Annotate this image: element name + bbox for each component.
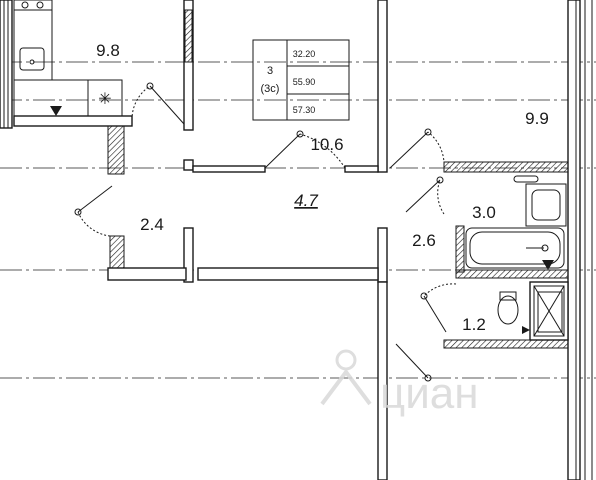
room-label-toilet: 1.2 bbox=[462, 315, 486, 334]
living-area: 32.20 bbox=[293, 49, 316, 59]
rooms-count: 3 bbox=[267, 65, 273, 77]
room-label-corridor: 2.4 bbox=[140, 215, 164, 234]
cooktop-icon: ✳ bbox=[98, 91, 111, 108]
bath-ventilation-icon bbox=[542, 260, 554, 270]
door-corridor bbox=[74, 185, 113, 237]
watermark: циан bbox=[320, 349, 479, 418]
door-bathroom bbox=[405, 176, 445, 215]
wall-center-right bbox=[377, 0, 388, 480]
door-lower-right bbox=[395, 343, 432, 382]
room-label-hallway: 4.7 bbox=[294, 191, 318, 210]
room-label-right: 9.9 bbox=[525, 109, 549, 128]
door-room-top bbox=[264, 130, 346, 169]
wall-center-left bbox=[183, 0, 194, 283]
door-right-room bbox=[389, 128, 445, 169]
door-kitchen bbox=[131, 82, 185, 125]
watermark-logo-icon bbox=[335, 349, 357, 371]
total-area: 55.90 bbox=[293, 77, 316, 87]
wall-kitchen-bottom bbox=[13, 115, 133, 175]
room-labels: 9.8 10.6 9.9 4.7 2.4 3.0 2.6 1.2 bbox=[96, 41, 549, 334]
outer-wall-right bbox=[567, 0, 593, 480]
doors bbox=[74, 82, 457, 382]
wall-hallway-top bbox=[192, 165, 379, 173]
toilet-ventilation-icon bbox=[522, 326, 530, 334]
room-label-center: 10.6 bbox=[310, 135, 343, 154]
room-label-kitchen: 9.8 bbox=[96, 41, 120, 60]
outer-wall-left bbox=[0, 0, 13, 129]
room-label-hall-small: 2.6 bbox=[412, 231, 436, 250]
area-info-box: 3 (3с) 32.20 55.90 57.30 bbox=[252, 39, 350, 121]
room-label-bathroom: 3.0 bbox=[472, 203, 496, 222]
apartment-type-code: (3с) bbox=[261, 83, 280, 95]
wall-hallway-bottom bbox=[107, 235, 379, 281]
door-toilet bbox=[420, 283, 457, 333]
total-area-with-balcony: 57.30 bbox=[293, 105, 316, 115]
watermark-text: циан bbox=[380, 369, 479, 418]
ventilation-marker-icon bbox=[50, 106, 62, 116]
kitchen-counter: ✳ bbox=[13, 0, 123, 117]
toilet-fixtures bbox=[497, 281, 569, 341]
